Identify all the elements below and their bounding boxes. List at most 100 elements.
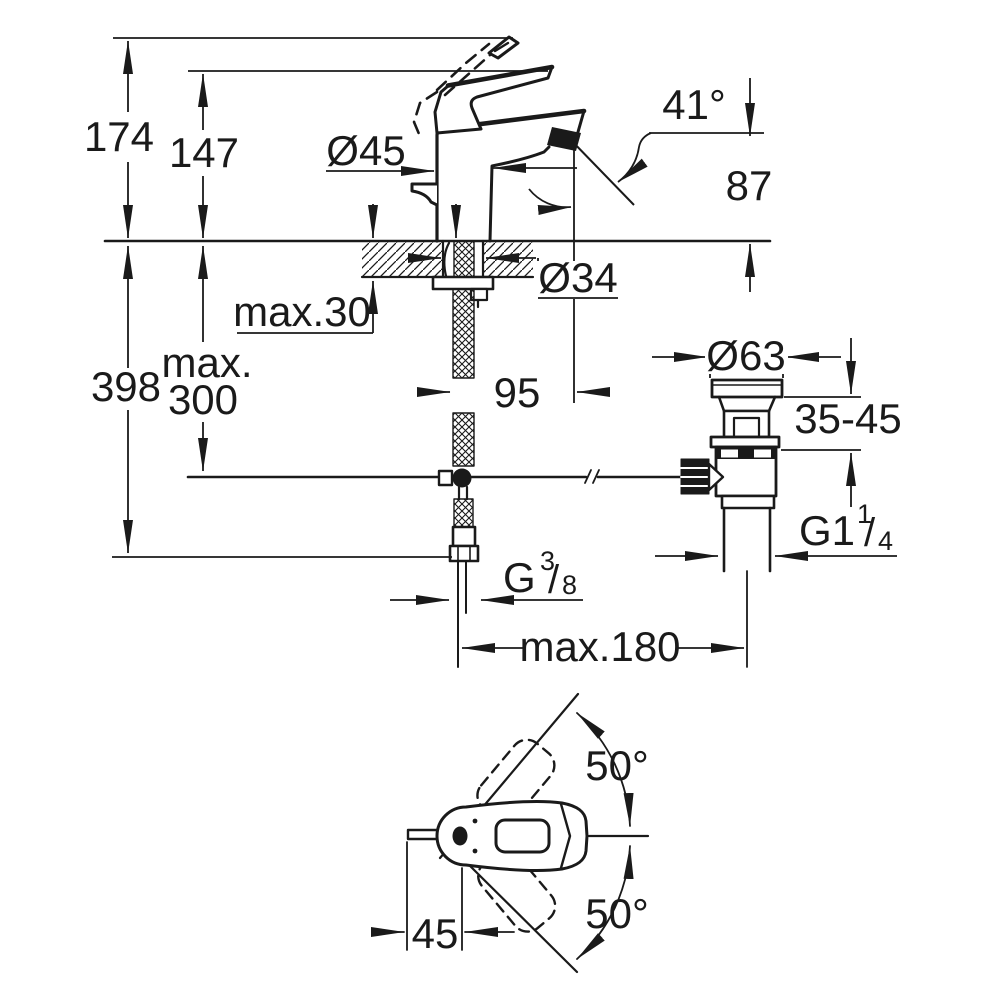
lever-handle-raised (412, 35, 520, 136)
aerator (547, 127, 581, 151)
waste-mid-key (732, 416, 761, 439)
label-max-reach: max.180 (519, 623, 680, 670)
waste-mid (722, 409, 771, 439)
lever-handle (433, 64, 555, 135)
shank-curve (443, 241, 451, 278)
waste-slot-right (754, 449, 771, 458)
supply-thread-den: 8 (562, 570, 577, 600)
counter-section (103, 239, 772, 279)
counter-hatch-right (484, 242, 533, 277)
dim-body-diameter: Ø45 (326, 127, 577, 176)
label-hole-diameter: Ø34 (538, 254, 617, 301)
cartridge-dot (452, 826, 468, 846)
swivel-dimension: 50° 50° (576, 712, 650, 960)
label-spout-height: 87 (726, 162, 773, 209)
label-mask (705, 340, 788, 374)
spout-underside (488, 145, 551, 243)
label-total-height: 174 (84, 113, 154, 160)
raised-lever-back-edge (412, 90, 439, 136)
pop-up-waste (680, 378, 784, 668)
label-mask (167, 130, 243, 176)
raised-lever-edge-upper (435, 42, 491, 92)
rod-cone (707, 462, 725, 492)
label-waste-diameter: Ø63 (706, 332, 785, 379)
label-swivel-upper: 50° (585, 742, 649, 789)
dim-total-height: 174 (76, 37, 513, 239)
arc-41-lower (528, 188, 572, 215)
label-rod-value: 300 (168, 376, 238, 423)
label-spout-reach: 95 (494, 369, 541, 416)
label-mask (534, 261, 624, 299)
label-rod-max: max. (161, 339, 252, 386)
waste-lower-band (720, 494, 776, 510)
dim-max-reach: max.180 (461, 623, 745, 670)
top-view: 50° 50° 45 (371, 692, 650, 974)
waste-flange (710, 378, 784, 399)
label-spray-angle: 41° (662, 81, 726, 128)
hose-nut (448, 544, 480, 563)
dim-rear-offset: 45 (371, 841, 515, 957)
label-rear-offset: 45 (412, 910, 459, 957)
pin-dot-top (472, 818, 478, 824)
hose-fitting (451, 525, 477, 548)
threaded-shank (453, 240, 475, 278)
label-mask (76, 112, 164, 160)
handle-window (494, 818, 551, 854)
waste-thread-den: 4 (878, 526, 893, 556)
swivel-arc-lower (576, 845, 634, 960)
ball-joint (452, 468, 472, 488)
dim-basin-thickness: 35-45 (781, 338, 902, 507)
side-view (103, 35, 784, 668)
dim-hole-diameter: Ø34 (408, 253, 624, 301)
supply-hose (431, 240, 495, 668)
spray-direction-line (567, 136, 635, 206)
dim-deck-thickness: max.30 (233, 204, 461, 335)
mounting-washer (431, 275, 495, 291)
raised-lever-tip (487, 35, 520, 60)
hose-upper (452, 288, 475, 379)
label-mask (160, 344, 256, 422)
dim-hose-length: 398 (88, 245, 452, 558)
rod-clamp (437, 469, 454, 487)
pin-dot-bottom (472, 848, 478, 854)
waste-slot-left (721, 449, 738, 458)
dim-rod-length: max. 300 (160, 245, 256, 472)
counter-hatch-left (362, 242, 443, 277)
raised-lever-tip-line (493, 41, 510, 53)
handle-end-chevron (559, 802, 572, 870)
label-body-diameter: Ø45 (326, 127, 405, 174)
dim-supply-thread: G 3 / 8 (390, 546, 583, 605)
label-height-to-lever: 147 (169, 129, 239, 176)
swivel-arc-upper (576, 712, 634, 827)
label-mask (88, 368, 164, 410)
label-swivel-lower: 50° (585, 890, 649, 937)
supply-thread-slash: / (548, 558, 560, 602)
handle-swivel-positions (476, 738, 557, 933)
label-basin-thickness: 35-45 (794, 395, 901, 442)
hose-middle (452, 412, 475, 467)
rod-break-tick-1 (584, 469, 592, 484)
dim-waste-diameter: Ø63 (652, 332, 841, 379)
label-supply-thread: G 3 / 8 (503, 546, 577, 602)
rod-break-tick-2 (592, 469, 600, 484)
supply-stub (406, 828, 439, 841)
dimensions: 174 147 398 max. 300 Ø45 (76, 37, 902, 670)
dim-spout-reach: 95 (417, 369, 610, 416)
supply-thread-base: G (503, 554, 536, 601)
pull-rod (186, 468, 684, 488)
handle-position-down (477, 848, 557, 933)
label-deck-thickness: max.30 (233, 288, 371, 335)
waste-thread-base: G1 (799, 507, 855, 554)
waste-seal-flange (709, 435, 781, 449)
waste-thread-num: 1 (857, 499, 872, 529)
lever-top-edge (445, 64, 555, 88)
hose-lower (453, 498, 474, 528)
dim-waste-thread: G1 1 / 4 (655, 499, 897, 561)
waste-thread-slash: / (864, 511, 876, 555)
dim-spout-height: 87 (726, 78, 773, 292)
arc-41 (617, 132, 652, 183)
label-hose-length: 398 (91, 363, 161, 410)
handle-position-up (476, 738, 556, 823)
